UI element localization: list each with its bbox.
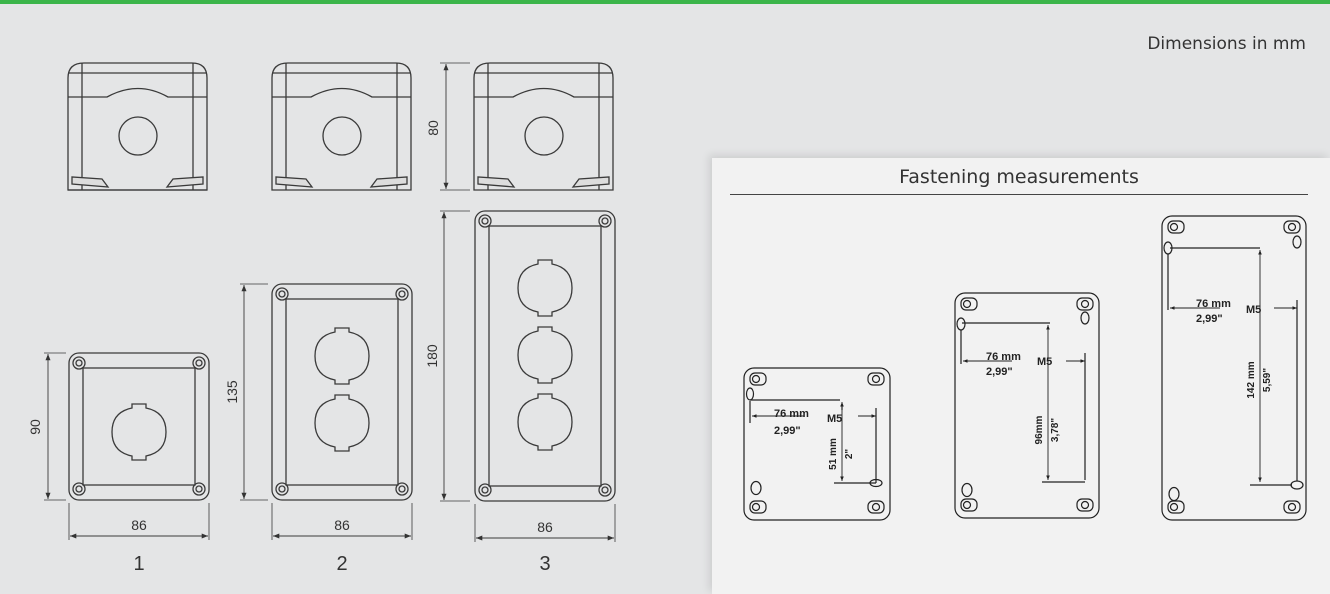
enclosure-3-width: 86: [537, 519, 553, 535]
enclosure-1-width: 86: [131, 517, 147, 533]
plate-2-height-mm: 96mm: [1034, 415, 1045, 444]
plate-1-screw: M5: [827, 413, 842, 425]
plate-3-height-in: 5,59": [1262, 368, 1273, 392]
plate-2-height-in: 3,78": [1050, 418, 1061, 442]
enclosure-2-width: 86: [334, 517, 350, 533]
front-view-2: [240, 283, 413, 540]
plate-3-width-mm: 76 mm: [1196, 298, 1231, 310]
fastening-title: Fastening measurements: [899, 166, 1139, 188]
front-view-3: [440, 210, 616, 542]
enclosure-3-height: 180: [424, 344, 440, 368]
enclosure-1-height: 90: [27, 419, 43, 435]
side-view-3: [440, 62, 614, 191]
front-view-1: [44, 352, 210, 540]
enclosure-2-label: 2: [336, 553, 347, 575]
enclosure-1-label: 1: [133, 553, 144, 575]
plate-2-width-in: 2,99": [986, 366, 1013, 378]
plate-2-screw: M5: [1037, 356, 1052, 368]
fastening-plate-2: [954, 292, 1100, 519]
side-view-2: [271, 62, 412, 191]
enclosure-drawings: 80 90 86 1 135 86 2: [27, 62, 616, 575]
dimensions-note: Dimensions in mm: [1147, 34, 1306, 54]
fastening-plate-3: [1161, 215, 1307, 521]
plate-3-screw: M5: [1246, 304, 1261, 316]
fastening-panel: Fastening measurements 76 mm: [712, 158, 1330, 594]
enclosure-2-height: 135: [224, 380, 240, 404]
plate-2-width-mm: 76 mm: [986, 351, 1021, 363]
plate-1-height-in: 2": [844, 449, 855, 460]
title-divider: [730, 194, 1308, 195]
depth-dim-label: 80: [425, 120, 441, 136]
side-view-1: [67, 62, 208, 191]
enclosure-3-label: 3: [539, 553, 550, 575]
plate-1-width-mm: 76 mm: [774, 408, 809, 420]
accent-bar: [0, 0, 1330, 4]
plate-1-height-mm: 51 mm: [828, 438, 839, 470]
fastening-drawings: 76 mm 2,99" M5 51 mm 2" 76 mm 2,99" M5 9…: [743, 215, 1307, 521]
fastening-plate-1: [743, 367, 891, 521]
plate-3-height-mm: 142 mm: [1246, 361, 1257, 398]
plate-1-width-in: 2,99": [774, 425, 801, 437]
plate-3-width-in: 2,99": [1196, 313, 1223, 325]
